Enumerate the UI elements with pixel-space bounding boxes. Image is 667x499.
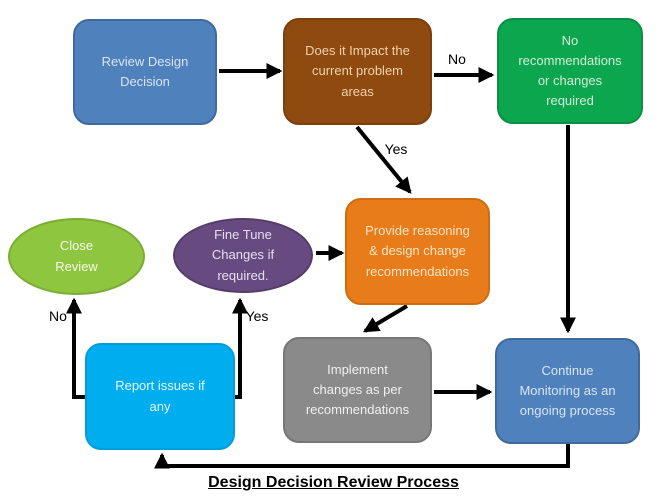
arrow-provide-to-implement bbox=[362, 304, 409, 333]
edge-label-yes-right: Yes bbox=[245, 308, 269, 324]
edge-label-yes-top: Yes bbox=[384, 141, 408, 157]
node-implement-changes: Implement changes as per recommendations bbox=[283, 337, 432, 443]
node-continue-monitoring: Continue Monitoring as an ongoing proces… bbox=[495, 338, 640, 444]
diagram-title: Design Decision Review Process bbox=[208, 474, 459, 491]
node-review-design-decision: Review Design Decision bbox=[73, 19, 217, 125]
node-fine-tune-changes: Fine Tune Changes if required. bbox=[173, 218, 313, 293]
arrow-report-to-finetune-yes bbox=[232, 297, 248, 399]
node-no-recommendations: No recommendations or changes required bbox=[497, 18, 643, 124]
arrow-report-to-close-no bbox=[66, 297, 87, 399]
node-impact-question: Does it Impact the current problem areas bbox=[283, 18, 432, 125]
edge-label-no-left: No bbox=[49, 308, 67, 324]
node-close-review: Close Review bbox=[8, 218, 145, 295]
node-report-issues: Report issues if any bbox=[85, 343, 235, 450]
edge-label-no-top: No bbox=[448, 51, 466, 67]
arrow-impact-to-provide-yes bbox=[355, 125, 412, 194]
node-provide-reasoning: Provide reasoning & design change recomm… bbox=[345, 198, 490, 305]
arrow-continue-to-report bbox=[154, 444, 570, 469]
